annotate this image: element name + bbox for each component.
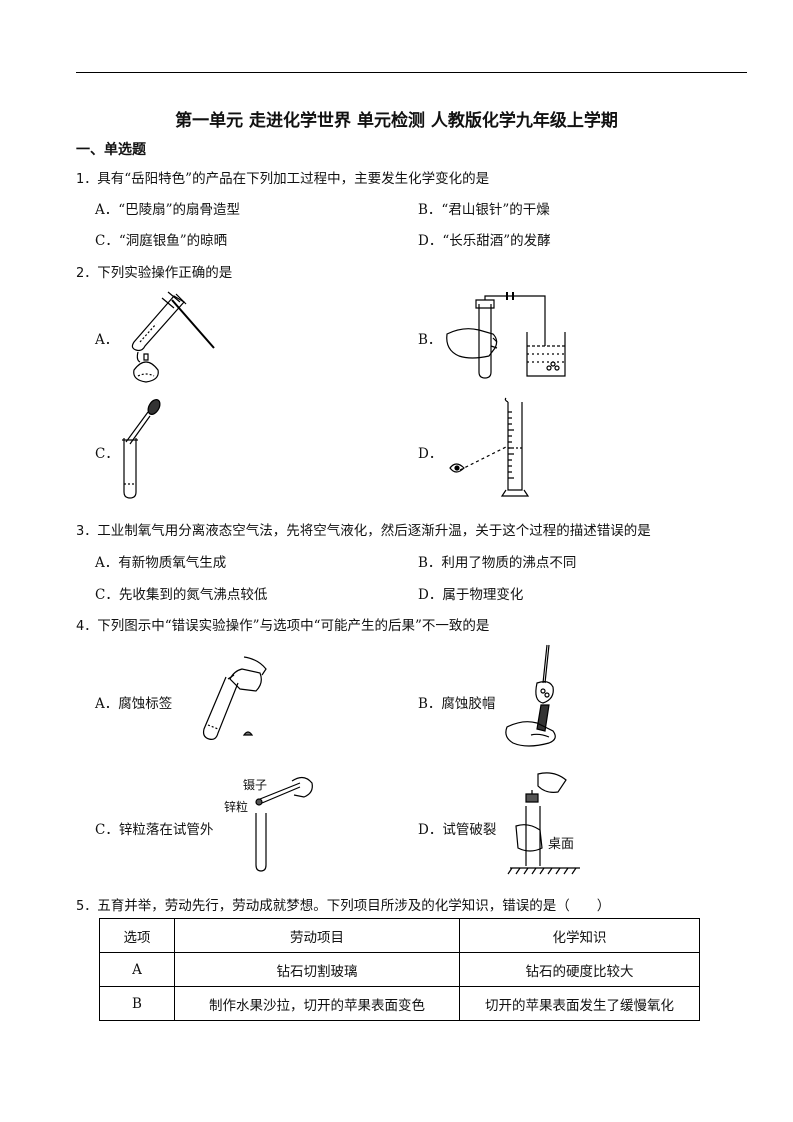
question-4: 4．下列图示中“错误实验操作”与选项中“可能产生的后果”不一致的是 [76,614,489,634]
table-cell: A [99,952,175,987]
heating-test-tube-figure [116,290,221,385]
option-4b: B．腐蚀胶帽 [418,696,496,712]
question-3: 3．工业制氧气用分离液态空气法，先将空气液化，然后逐渐升温，关于这个过程的描述错… [76,519,651,539]
option-4c: C．锌粒落在试管外 [95,822,214,838]
inverted-dropper-figure [503,643,568,753]
question-text: 下列图示中“错误实验操作”与选项中“可能产生的后果”不一致的是 [97,618,490,634]
question-text: 下列实验操作正确的是 [97,265,233,281]
question-5: 5．五育并举，劳动先行，劳动成就梦想。下列项目所涉及的化学知识，错误的是（ ） [76,894,610,914]
option-1d: D．“长乐甜酒”的发酵 [418,233,551,249]
section-heading: 一、单选题 [76,142,146,158]
question-number: 2． [76,266,98,281]
question-text: 五育并举，劳动先行，劳动成就梦想。下列项目所涉及的化学知识，错误的是（ ） [97,898,611,914]
option-3a: A．有新物质氧气生成 [95,555,227,571]
option-3b: B．利用了物质的沸点不同 [418,555,577,571]
question-number: 4． [76,619,98,634]
tweezers-label: 镊子 [243,778,268,792]
dropper-test-tube-figure [116,398,166,500]
page-title: 第一单元 走进化学世界 单元检测 人教版化学九年级上学期 [175,111,618,131]
stopper-on-table-figure [510,770,580,875]
table-header-cell: 选项 [99,918,175,953]
table-cell: 钻石切割玻璃 [174,952,460,987]
zinc-tweezers-figure [238,773,318,873]
question-text: 具有“岳阳特色”的产品在下列加工过程中，主要发生化学变化的是 [97,171,490,187]
option-2a: A． [95,332,119,348]
option-1b: B．“君山银针”的干燥 [418,202,550,218]
zinc-label: 锌粒 [224,800,249,814]
table-cell: B [99,986,175,1021]
question-number: 5． [76,899,98,914]
table-row: A 钻石切割玻璃 钻石的硬度比较大 [99,952,700,987]
header-rule [76,72,747,73]
table-row: B 制作水果沙拉，切开的苹果表面变色 切开的苹果表面发生了缓慢氧化 [99,986,700,1021]
table-header-row: 选项 劳动项目 化学知识 [99,918,700,953]
option-3c: C．先收集到的氮气沸点较低 [95,587,268,603]
option-4d: D．试管破裂 [418,822,497,838]
table-label: 桌面 [548,837,575,852]
question-2: 2．下列实验操作正确的是 [76,261,232,281]
option-1a: A．“巴陵扇”的扇骨造型 [95,202,241,218]
option-1c: C．“洞庭银鱼”的晾晒 [95,233,228,249]
question-number: 1． [76,172,98,187]
table-header-cell: 劳动项目 [174,918,460,953]
table-header-cell: 化学知识 [459,918,700,953]
option-3d: D．属于物理变化 [418,587,524,603]
question-text: 工业制氧气用分离液态空气法，先将空气液化，然后逐渐升温，关于这个过程的描述错误的… [97,523,651,539]
question-number: 3． [76,524,98,539]
option-2b: B． [418,332,442,348]
table-cell: 切开的苹果表面发生了缓慢氧化 [459,986,700,1021]
option-2d: D． [418,446,443,462]
graduated-cylinder-figure [446,398,536,500]
table-cell: 钻石的硬度比较大 [459,952,700,987]
pouring-liquid-figure [200,655,270,745]
airtightness-check-figure [441,290,571,385]
option-2c: C． [95,446,119,462]
table-cell: 制作水果沙拉，切开的苹果表面变色 [174,986,460,1021]
option-4a: A．腐蚀标签 [95,696,173,712]
question-1: 1．具有“岳阳特色”的产品在下列加工过程中，主要发生化学变化的是 [76,167,489,187]
knowledge-table: 选项 劳动项目 化学知识 A 钻石切割玻璃 钻石的硬度比较大 B 制作水果沙拉，… [99,918,700,1021]
